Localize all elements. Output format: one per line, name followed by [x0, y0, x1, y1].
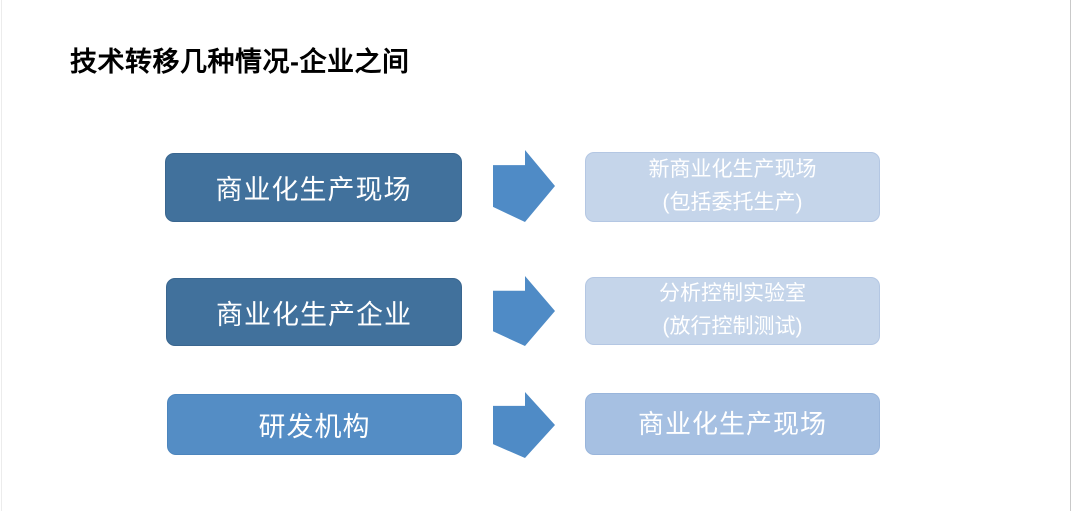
target-line-1: 商业化生产现场	[637, 408, 827, 439]
source-box-commercial-site: 商业化生产现场	[165, 153, 462, 222]
target-line-2: (放行控制测试)	[662, 315, 803, 338]
right-edge-divider	[1070, 0, 1071, 511]
target-line-1: 新商业化生产现场	[648, 158, 817, 182]
target-line-1: 分析控制实验室	[659, 282, 806, 306]
right-block-arrow-icon	[493, 150, 555, 222]
target-box-analysis-lab: 分析控制实验室 (放行控制测试)	[585, 277, 880, 345]
source-box-commercial-enterprise: 商业化生产企业	[166, 278, 462, 346]
target-box-new-commercial-site: 新商业化生产现场 (包括委托生产)	[585, 152, 880, 222]
source-box-rnd-institution: 研发机构	[167, 394, 462, 455]
right-block-arrow-icon	[493, 276, 555, 346]
left-edge-divider	[1, 0, 2, 511]
target-line-2: (包括委托生产)	[662, 191, 803, 214]
target-box-commercial-site: 商业化生产现场	[585, 393, 880, 455]
page-title: 技术转移几种情况-企业之间	[70, 47, 410, 77]
right-block-arrow-icon	[493, 392, 555, 458]
